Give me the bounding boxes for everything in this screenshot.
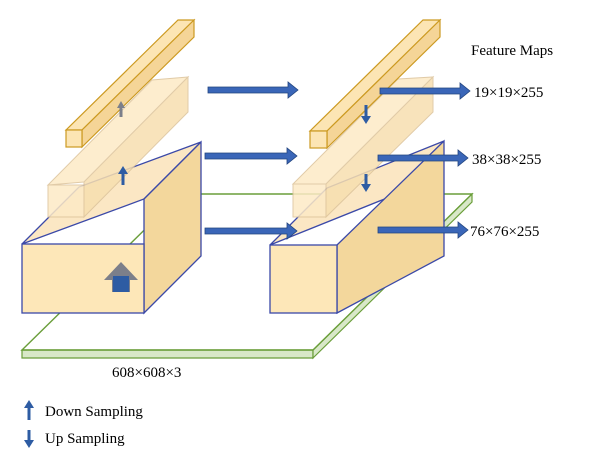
- output-arrow-icon-small: [379, 82, 471, 100]
- left-small-bar-front: [65, 129, 83, 148]
- transfer-arrow-icon-bottom: [204, 222, 298, 240]
- small-up-arrow-icon: [118, 166, 128, 185]
- up-arrow-icon: [24, 400, 34, 420]
- right-medium-box: [291, 75, 435, 219]
- right-upsampling-arrows: [361, 105, 371, 192]
- left-medium-box-front: [47, 184, 85, 218]
- transfer-arrow-icon-top: [207, 81, 299, 99]
- right-large-box-front: [269, 244, 338, 314]
- legend-up-sampling-label: Up Sampling: [45, 431, 125, 447]
- right-small-bar: [308, 18, 442, 150]
- output-label-large: 76×76×255: [470, 224, 539, 240]
- down-arrow-icon-lower: [361, 174, 371, 192]
- legend: Down Sampling Up Sampling: [24, 400, 143, 448]
- transfer-arrows: [204, 81, 299, 240]
- right-small-bar-front: [309, 130, 328, 149]
- output-arrow-icon-large: [377, 221, 469, 239]
- output-arrow-icon-medium: [377, 149, 469, 167]
- large-up-arrow-base: [113, 276, 129, 292]
- feature-maps-title: Feature Maps: [471, 43, 553, 59]
- tiny-up-arrow-icon: [117, 101, 125, 117]
- transfer-arrow-icon-middle: [204, 147, 298, 165]
- down-arrow-icon: [24, 430, 34, 448]
- output-arrows: [377, 82, 471, 239]
- output-label-small: 19×19×255: [474, 85, 543, 101]
- down-arrow-icon-upper: [361, 105, 371, 124]
- left-small-bar: [64, 18, 196, 149]
- left-downsampling-arrows: [104, 101, 138, 292]
- left-medium-box: [46, 75, 190, 219]
- right-medium-box-front: [292, 183, 327, 218]
- output-label-medium: 38×38×255: [472, 152, 541, 168]
- input-plane-side: [21, 349, 314, 359]
- input-size-label: 608×608×3: [112, 365, 181, 381]
- legend-down-sampling-label: Down Sampling: [45, 404, 143, 420]
